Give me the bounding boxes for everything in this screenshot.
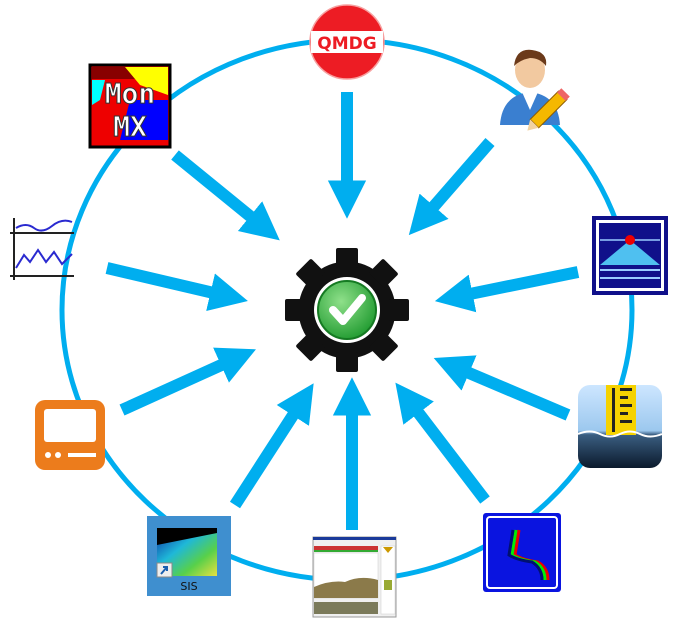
user-edit-icon[interactable]: [500, 49, 570, 135]
sis-shortcut-icon[interactable]: SIS: [147, 516, 231, 596]
arrow-tide: [433, 355, 571, 421]
arrow-monmx: [171, 150, 280, 241]
time-series-chart-icon[interactable]: [10, 218, 74, 280]
qmdg-label: QMDG: [317, 34, 376, 54]
sound-velocity-profile-icon[interactable]: [483, 513, 561, 592]
profile-tool-icon[interactable]: [592, 216, 668, 295]
monitor-device-icon[interactable]: [35, 400, 105, 470]
arrows: [105, 92, 580, 530]
monmx-label-line2: MX: [113, 110, 147, 143]
arrow-velocity: [395, 382, 490, 504]
sis-label: SIS: [180, 580, 197, 593]
arrow-sis: [229, 383, 314, 509]
arrow-user: [408, 138, 495, 236]
qmdg-node[interactable]: QMDG: [309, 4, 385, 80]
arrow-profile: [434, 266, 580, 313]
monmx-node[interactable]: Mon MX: [88, 63, 172, 149]
tide-gauge-icon[interactable]: [577, 385, 663, 468]
arrow-timeseries: [105, 262, 248, 311]
echogram-window-icon[interactable]: [312, 536, 397, 618]
arrow-monitor: [119, 347, 256, 416]
gear-check-icon: [285, 248, 409, 372]
monmx-label-line1: Mon: [105, 77, 156, 110]
